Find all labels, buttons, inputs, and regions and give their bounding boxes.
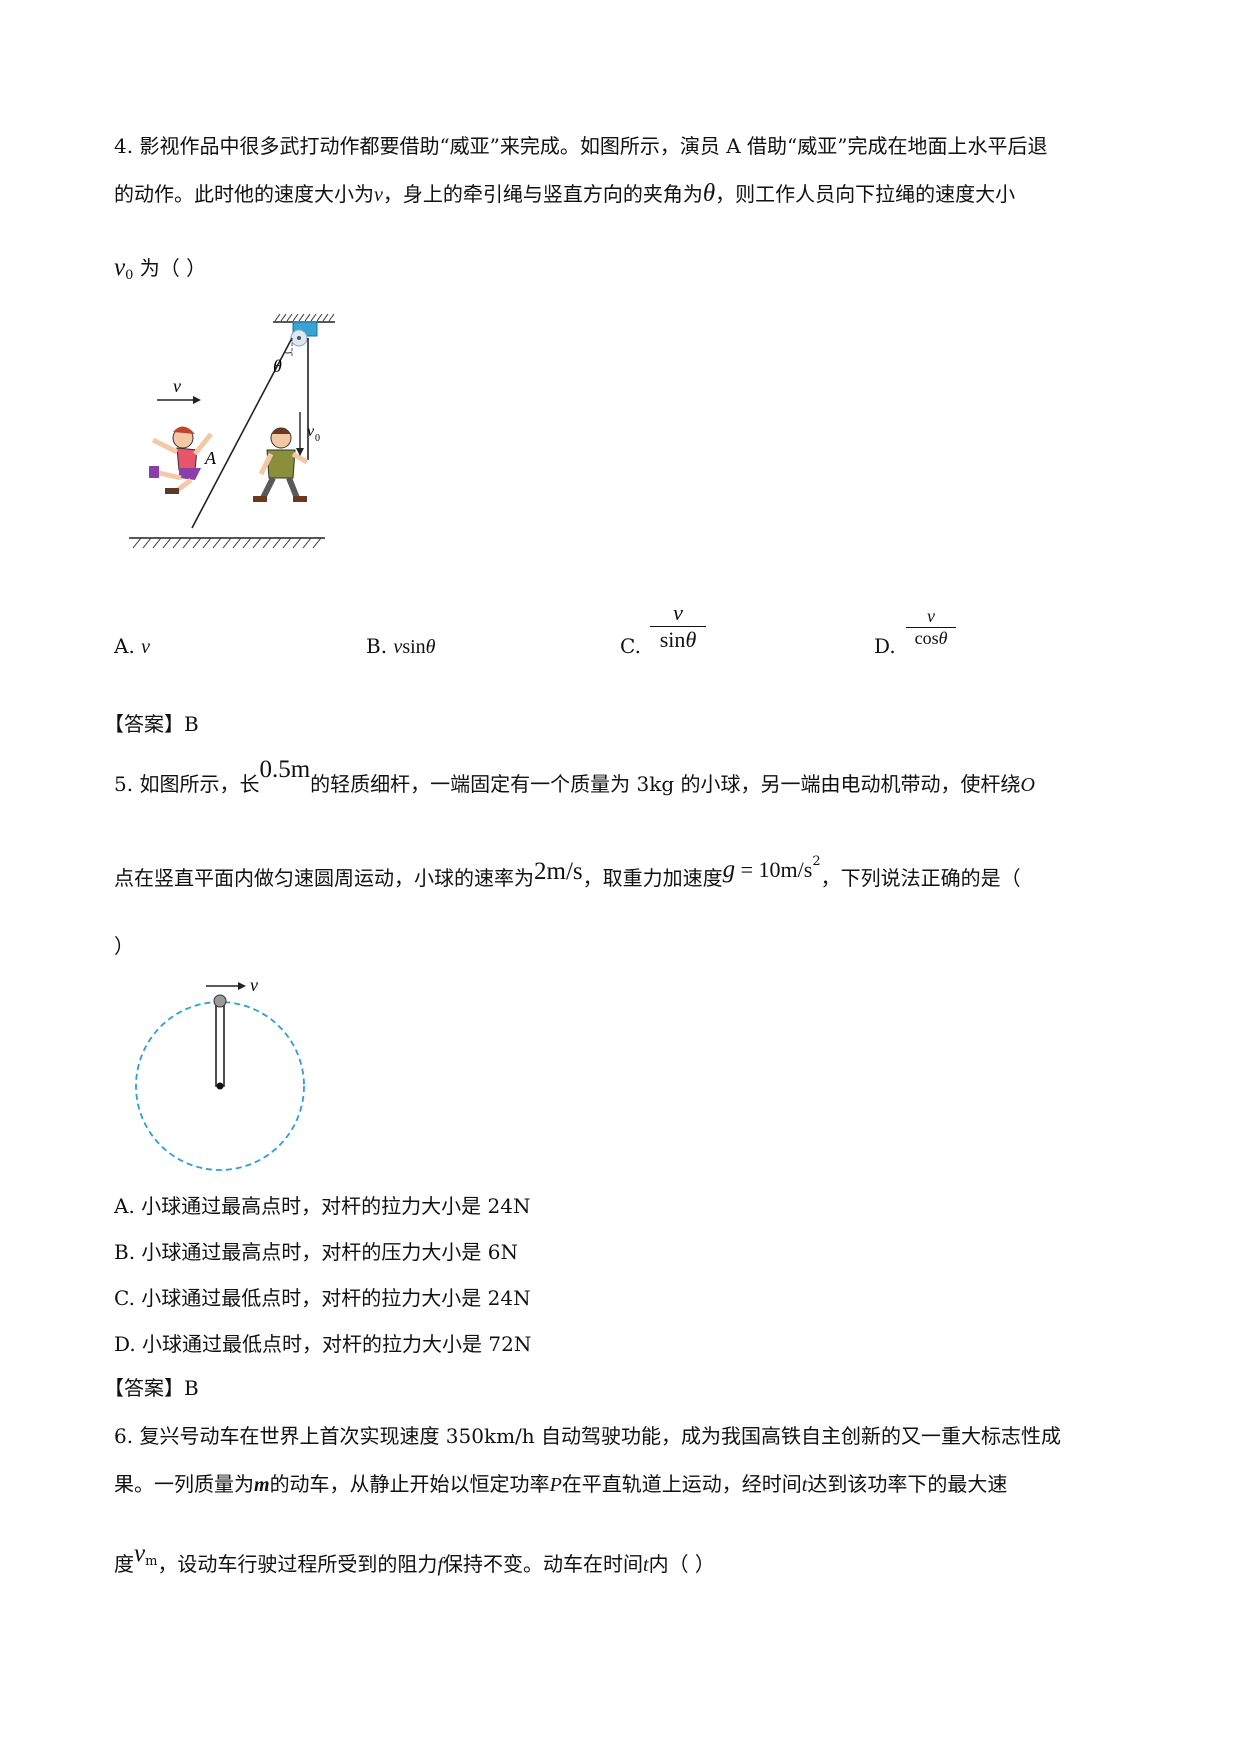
q4-var-theta: θ xyxy=(702,180,716,207)
q4-var-v: v xyxy=(374,184,383,206)
q4-text-2a: 的动作。此时他的速度大小为 xyxy=(114,182,374,206)
q5-line-2: 点在竖直平面内做匀速圆周运动，小球的速率为2m/s，取重力加速度g = 10m/… xyxy=(114,854,1021,890)
q6-line-2: 果。一列质量为m的动车，从静止开始以恒定功率P在平直轨道上运动，经时间t达到该功… xyxy=(114,1472,1008,1496)
q5-var-g: g xyxy=(722,856,736,883)
pivot-O xyxy=(216,1082,224,1090)
q5-fig-v-label: v xyxy=(250,975,258,995)
q4-option-c-fraction: v sinθ xyxy=(650,600,706,653)
q4-var-v0-sub: 0 xyxy=(125,268,134,283)
fig-v0-label: v xyxy=(307,423,315,440)
q4-option-a[interactable]: A. v xyxy=(114,634,151,658)
q4-option-b[interactable]: B. vsinθ xyxy=(366,634,436,658)
fig-v0-sub: 0 xyxy=(315,433,320,444)
q5-line-1: 5. 如图所示，长0.5m的轻质细杆，一端固定有一个质量为 3kg 的小球，另一… xyxy=(114,756,1035,796)
actor-a-figure xyxy=(149,426,213,494)
q4-answer: 【答案】B xyxy=(104,712,199,736)
q4-text-2b: ，身上的牵引绳与竖直方向的夹角为 xyxy=(382,182,703,206)
q4-text-3: 为（ ） xyxy=(133,256,207,280)
q5-length: 0.5m xyxy=(259,756,311,783)
q4-text-2c: ，则工作人员向下拉绳的速度大小 xyxy=(715,182,1016,206)
q5-option-d[interactable]: D. 小球通过最低点时，对杆的拉力大小是 72N xyxy=(114,1332,532,1356)
q5-answer: 【答案】B xyxy=(104,1376,199,1400)
q5-var-O: O xyxy=(1020,774,1035,796)
q5-figure: v xyxy=(135,975,305,1171)
ball xyxy=(213,994,227,1008)
worker-figure xyxy=(253,427,309,502)
rope-to-actor xyxy=(191,337,293,529)
q4-line-3: v0 为（ ） xyxy=(114,254,206,290)
q4-line-1: 4. 影视作品中很多武打动作都要借助“威亚”来完成。如图所示，演员 A 借助“威… xyxy=(114,132,1048,160)
fig-v-label: v xyxy=(173,376,181,396)
q4-option-d-fraction: v cosθ xyxy=(906,606,956,649)
q6-line-3: 度vm，设动车行驶过程所受到的阻力f保持不变。动车在时间t内（ ） xyxy=(114,1540,715,1576)
q4-text-1: 4. 影视作品中很多武打动作都要借助“威亚”来完成。如图所示，演员 A 借助“威… xyxy=(114,134,1048,158)
q5-speed: 2m/s xyxy=(534,858,583,885)
q5-option-a[interactable]: A. 小球通过最高点时，对杆的拉力大小是 24N xyxy=(114,1194,531,1218)
q4-line-2: 的动作。此时他的速度大小为v，身上的牵引绳与竖直方向的夹角为θ，则工作人员向下拉… xyxy=(114,180,1015,209)
q5-line-3: ） xyxy=(114,934,134,958)
q6-line-1: 6. 复兴号动车在世界上首次实现速度 350km/h 自动驾驶功能，成为我国高铁… xyxy=(114,1424,1062,1448)
q4-figure: θ v A xyxy=(129,313,335,549)
q4-option-d[interactable]: D. xyxy=(874,634,896,658)
q5-option-c[interactable]: C. 小球通过最低点时，对杆的拉力大小是 24N xyxy=(114,1286,531,1310)
q4-var-v0: v xyxy=(114,254,126,281)
fig-A-label: A xyxy=(204,448,217,468)
q5-option-b[interactable]: B. 小球通过最高点时，对杆的压力大小是 6N xyxy=(114,1240,518,1264)
rod xyxy=(215,1001,225,1087)
q4-option-c[interactable]: C. xyxy=(620,634,641,658)
theta-label: θ xyxy=(273,356,282,376)
